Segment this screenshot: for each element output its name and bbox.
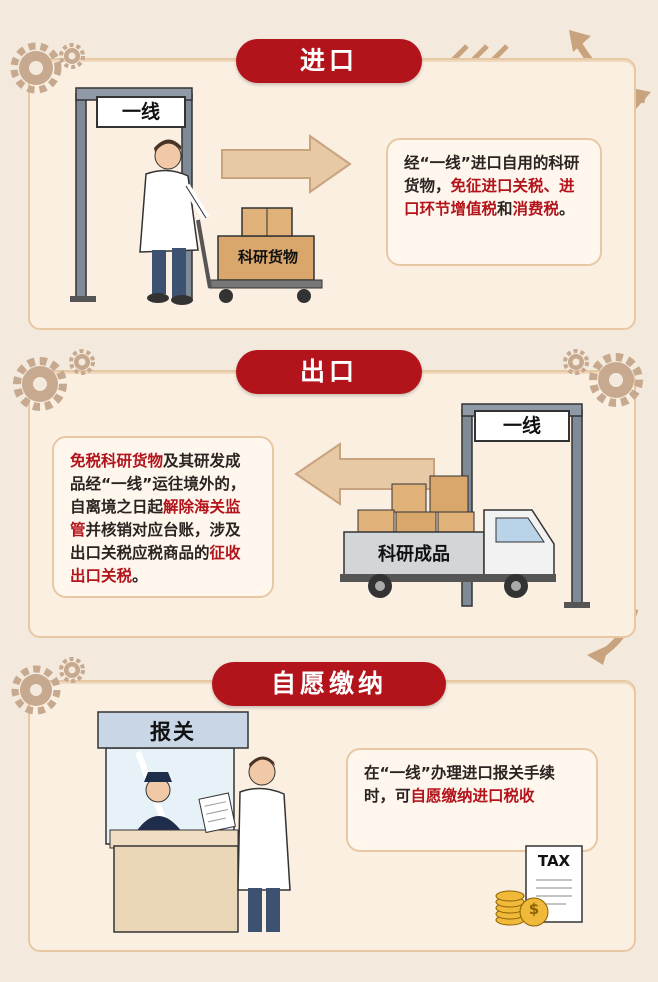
section2-text-segment: 征收出口关税 [70, 544, 241, 585]
gear-icon [11, 657, 85, 715]
voluntary-description-bubble: 在“一线”办理进口报关手续时，可自愿缴纳进口税收 [346, 748, 598, 852]
gate-label: 一线 [96, 96, 186, 128]
gate-label: 一线 [474, 410, 570, 442]
customs-booth-illustration [97, 711, 291, 933]
cargo-box-label: 科研货物 [237, 248, 298, 266]
section2-text-segment: 并核销对应台账，涉及出口关税应税商品的 [70, 521, 241, 562]
section1-text-segment: 。 [559, 200, 575, 218]
tax-label: TAX [537, 852, 571, 870]
gear-icon [10, 42, 85, 94]
truck-illustration [340, 475, 556, 598]
coins-icon [495, 890, 549, 927]
import-description-bubble: 经“一线”进口自用的科研货物，免征进口关税、进口环节增值税和消费税。 [386, 138, 602, 266]
section1-text-segment: 经“一线”进口自用的科研货物， [404, 154, 580, 195]
section1-text-segment: 消费税 [512, 200, 560, 218]
truck-cargo-label: 科研成品 [378, 544, 450, 565]
voluntary-description-text: 在“一线”办理进口报关手续时，可自愿缴纳进口税收 [364, 764, 555, 805]
section2-text-segment: 解除海关监管 [70, 498, 241, 539]
section2-text-segment: 免税科研货物 [70, 452, 164, 470]
coin-dollar-symbol: $ [528, 900, 540, 918]
section2-text-segment: 及其研发成品经“一线”运往境外的，自离境之日起 [70, 452, 246, 516]
section3-text-segment: 自愿缴纳进口税收 [410, 787, 535, 805]
section-voluntary-title: 自愿缴纳 [212, 662, 446, 706]
gear-icon [13, 349, 95, 411]
export-description-bubble: 免税科研货物及其研发成品经“一线”运往境外的，自离境之日起解除海关监管并核销对应… [52, 436, 274, 598]
section3-text-segment: 在“一线”办理进口报关手续时，可 [364, 764, 555, 805]
section-import-title: 进口 [236, 39, 422, 83]
section-export-title: 出口 [236, 350, 422, 394]
section2-text-segment: 。 [132, 567, 148, 585]
import-description-text: 经“一线”进口自用的科研货物，免征进口关税、进口环节增值税和消费税。 [404, 154, 579, 218]
gear-icon [563, 349, 643, 407]
right-arrow-icon [221, 134, 352, 194]
scientist-with-cart-illustration [139, 139, 323, 305]
section1-text-segment: 和 [497, 200, 513, 218]
export-description-text: 免税科研货物及其研发成品经“一线”运往境外的，自离境之日起解除海关监管并核销对应… [70, 452, 245, 585]
booth-sign-label: 报关 [150, 720, 196, 744]
section1-text-segment: 免征进口关税、进口环节增值税 [404, 177, 575, 218]
